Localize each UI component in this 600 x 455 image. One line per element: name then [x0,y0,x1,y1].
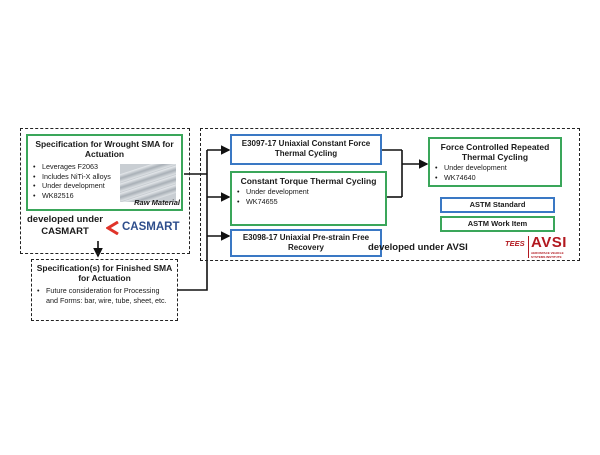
casmart-group [20,128,190,254]
torque-title: Constant Torque Thermal Cycling [240,176,377,186]
list-item: Includes NiTi-X alloys [33,172,120,182]
torque-bullets: Under development WK74655 [236,187,381,206]
e3097-title: E3097-17 Uniaxial Constant Force Thermal… [241,139,371,158]
finished-title: Specification(s) for Finished SMA for Ac… [36,263,173,283]
list-item: Leverages F2063 [33,162,120,172]
raw-material-caption: Raw Material [134,198,180,207]
casmart-mark-icon [106,221,119,235]
e3097-box: E3097-17 Uniaxial Constant Force Thermal… [230,134,382,165]
avsi-developed-label: developed under AVSI [368,242,468,253]
list-item: Under development [435,163,556,173]
finished-bullets: Future consideration for Processing and … [36,286,173,305]
torque-box: Constant Torque Thermal Cycling Under de… [230,171,387,226]
wrought-bullets: Leverages F2063 Includes NiTi-X alloys U… [32,162,120,200]
casmart-logo-text: CASMART [122,221,180,233]
wrought-sma-box: Specification for Wrought SMA for Actuat… [26,134,183,211]
wrought-title: Specification for Wrought SMA for Actuat… [35,139,174,159]
force-bullets: Under development WK74640 [434,163,556,182]
avsi-logo-text: AVSI [531,234,567,251]
casmart-logo: CASMART [106,220,186,236]
raw-material-image [120,164,176,202]
legend-astm-work-item: ASTM Work Item [440,216,555,232]
e3098-box: E3098-17 Uniaxial Pre-strain Free Recove… [230,229,382,257]
list-item: WK74655 [237,197,381,207]
avsi-logo-subtext: AEROSPACE VEHICLE SYSTEMS INSTITUTE [531,251,564,259]
force-title: Force Controlled Repeated Thermal Cyclin… [440,142,550,162]
list-item: Future consideration for Processing and … [37,286,173,305]
force-box: Force Controlled Repeated Thermal Cyclin… [428,137,562,187]
casmart-developed-label: developed under CASMART [26,214,103,237]
list-item: WK82516 [33,191,120,201]
avsi-logo: TEES AVSI AEROSPACE VEHICLE SYSTEMS INST… [505,234,577,260]
list-item: Under development [33,181,120,191]
e3098-title: E3098-17 Uniaxial Pre-strain Free Recove… [242,233,370,252]
legend-astm-standard: ASTM Standard [440,197,555,213]
list-item: WK74640 [435,173,556,183]
avsi-group [200,128,580,261]
arrow-finished-to-branch [178,236,208,291]
finished-sma-box: Specification(s) for Finished SMA for Ac… [31,259,178,321]
list-item: Under development [237,187,381,197]
tees-logo-text: TEES [505,239,525,248]
